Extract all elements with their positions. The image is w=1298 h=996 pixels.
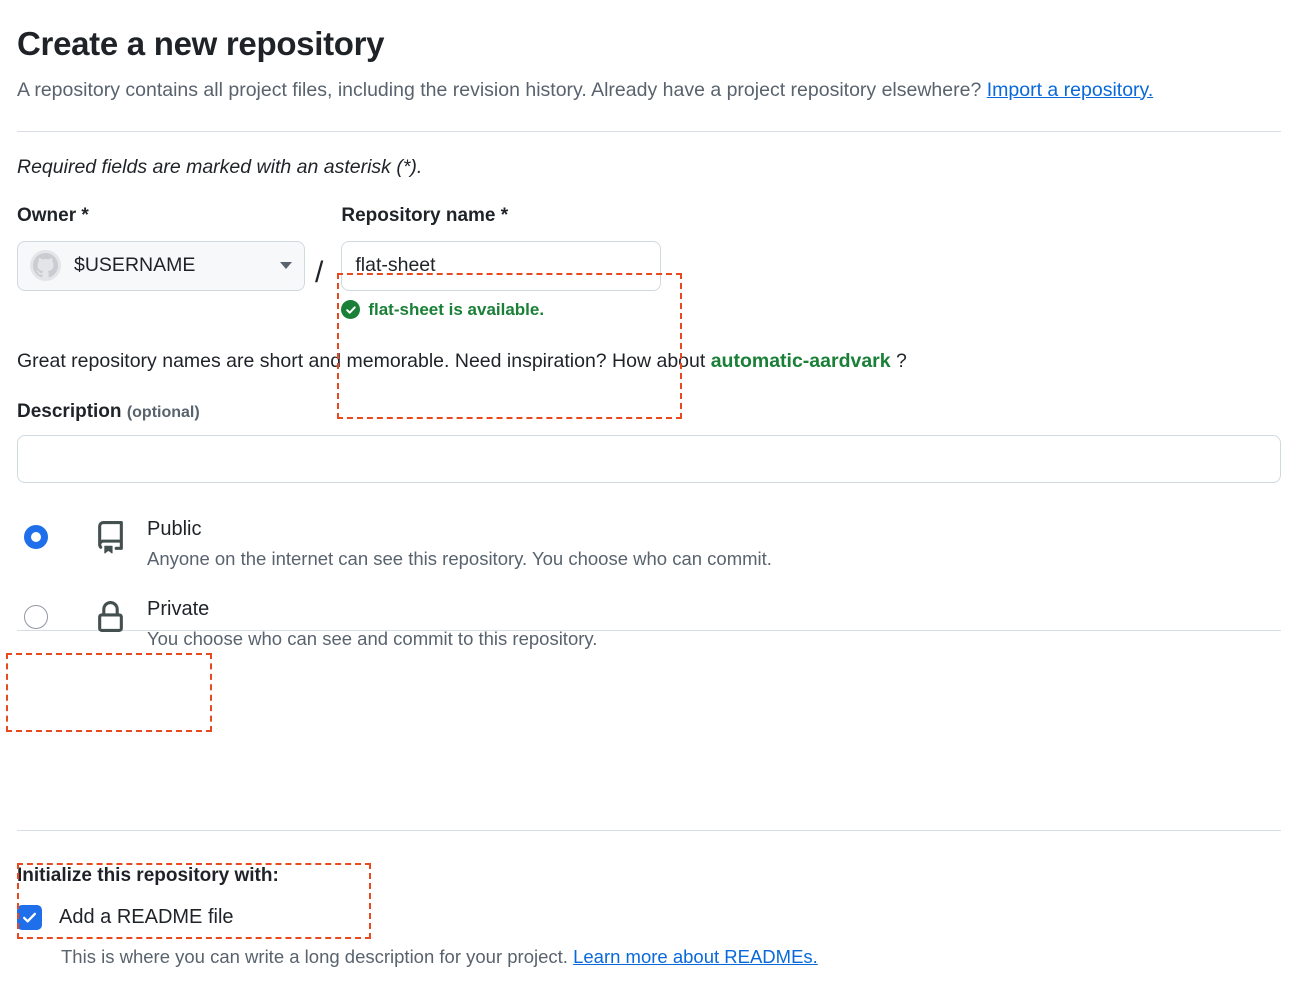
- create-repository-page: Create a new repository A repository con…: [0, 24, 1298, 996]
- visibility-option-private[interactable]: Private You choose who can see and commi…: [17, 595, 1281, 653]
- divider-middle: [17, 630, 1281, 631]
- visibility-option-public[interactable]: Public Anyone on the internet can see th…: [17, 515, 1281, 573]
- highlight-box-public-option: [6, 653, 212, 732]
- page-description: A repository contains all project files,…: [17, 71, 1217, 109]
- page-title: Create a new repository: [17, 25, 385, 62]
- visibility-public-title: Public: [147, 517, 202, 540]
- readme-description-text: This is where you can write a long descr…: [61, 946, 568, 967]
- description-label-text: Description: [17, 400, 122, 422]
- repository-name-input[interactable]: [341, 240, 662, 291]
- visibility-public-text: Public Anyone on the internet can see th…: [147, 515, 772, 573]
- name-suggestion-suffix: ?: [896, 349, 907, 372]
- owner-name-separator: /: [315, 255, 324, 289]
- initialize-title: Initialize this repository with:: [17, 865, 279, 886]
- book-repo-icon: [94, 520, 127, 559]
- chevron-down-icon: [280, 262, 292, 270]
- visibility-public-description: Anyone on the internet can see this repo…: [147, 547, 772, 569]
- github-octocat-avatar-icon: [30, 250, 61, 282]
- description-label: Description (optional): [17, 401, 1281, 423]
- required-fields-note: Required fields are marked with an aster…: [17, 155, 423, 178]
- learn-more-readmes-link[interactable]: Learn more about READMEs.: [573, 946, 818, 967]
- availability-text: flat-sheet is available.: [368, 299, 545, 319]
- availability-status: flat-sheet is available.: [341, 300, 661, 320]
- visibility-private-description: You choose who can see and commit to thi…: [147, 627, 598, 649]
- name-suggestion-prefix: Great repository names are short and mem…: [17, 349, 706, 372]
- description-optional-tag: (optional): [126, 403, 200, 421]
- visibility-options: Public Anyone on the internet can see th…: [17, 515, 1281, 653]
- readme-label: Add a README file: [59, 906, 234, 928]
- suggested-repository-name[interactable]: automatic-aardvark: [710, 349, 891, 372]
- lock-icon: [94, 600, 127, 639]
- owner-and-name-row: Owner * $USERNAME / Repository name *: [17, 205, 1281, 330]
- page-description-text: A repository contains all project files,…: [17, 78, 982, 101]
- owner-select[interactable]: $USERNAME: [17, 240, 305, 291]
- radio-private[interactable]: [24, 604, 48, 629]
- owner-label: Owner *: [17, 204, 89, 226]
- description-input[interactable]: [17, 434, 1281, 483]
- radio-public[interactable]: [24, 524, 48, 549]
- repository-name-label: Repository name *: [341, 204, 509, 226]
- initialize-section: Initialize this repository with: Add a R…: [17, 864, 818, 970]
- name-suggestion: Great repository names are short and mem…: [17, 350, 1281, 373]
- readme-description: This is where you can write a long descr…: [61, 944, 818, 970]
- visibility-private-title: Private: [147, 597, 210, 620]
- divider-top: [17, 130, 1281, 132]
- owner-field-group: Owner * $USERNAME: [17, 205, 305, 291]
- checkbox-add-readme[interactable]: [17, 905, 42, 930]
- import-repository-link[interactable]: Import a repository.: [986, 78, 1154, 101]
- repository-name-field-group: Repository name * flat-sheet is availabl…: [330, 196, 675, 330]
- owner-value: $USERNAME: [74, 254, 196, 277]
- divider-bottom: [17, 830, 1281, 831]
- check-circle-icon: [341, 300, 361, 320]
- readme-option-row[interactable]: Add a README file: [17, 905, 818, 930]
- visibility-private-text: Private You choose who can see and commi…: [147, 595, 597, 653]
